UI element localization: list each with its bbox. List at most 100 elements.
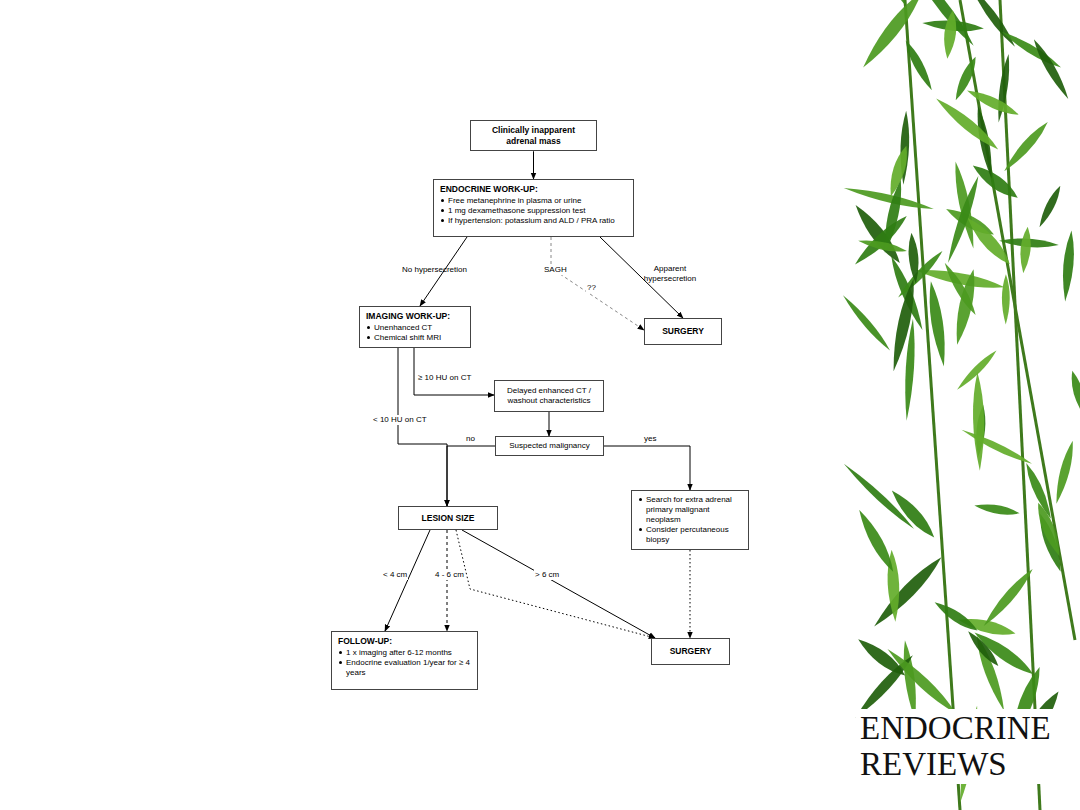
connector-arrow [533, 151, 534, 179]
edge-label: no [466, 434, 475, 444]
connector-arrow [456, 530, 655, 638]
edge-label: SAGH [543, 265, 568, 275]
edge-label: Apparent hypersecretion [641, 264, 699, 285]
bullet-dot [441, 199, 444, 202]
bamboo-leaf [1018, 226, 1032, 273]
bamboo-leaf [1030, 37, 1072, 101]
bamboo-leaf [925, 280, 949, 367]
bullet-row: Endocrine evaluation 1/year for ≥ 4 year… [338, 658, 471, 678]
bullet-dot [639, 498, 642, 501]
bullet-dot [367, 336, 370, 339]
bamboo-leaf [965, 86, 1021, 119]
bullet-text: Search for extra adrenal primary maligna… [646, 495, 742, 525]
bamboo-leaf [971, 628, 1037, 680]
bamboo-leaf [1033, 501, 1065, 558]
bamboo-leaf [951, 268, 980, 346]
bullet-row: Unenhanced CT [366, 323, 464, 333]
bullet-row: Consider percutaneous biopsy [638, 525, 742, 545]
bamboo-leaf [895, 248, 945, 300]
bamboo-leaf [857, 237, 907, 255]
bamboo-leaf [967, 0, 1018, 49]
bamboo-leaf [884, 645, 960, 717]
box-heading: SURGERY [651, 326, 715, 337]
bamboo-leaf [858, 0, 927, 72]
process-box: ENDOCRINE WORK-UP:Free metanephrine in p… [433, 179, 634, 237]
bullet-text: Endocrine evaluation 1/year for ≥ 4 year… [346, 658, 471, 678]
bullet-text: Consider percutaneous biopsy [646, 525, 742, 545]
process-box: LESION SIZE [398, 506, 498, 530]
bamboo-leaf [963, 213, 1015, 268]
bullet-dot [339, 661, 342, 664]
connector-arrow [690, 550, 691, 638]
bamboo-leaf [1036, 184, 1064, 229]
box-heading: Clinically inapparent adrenal mass [477, 125, 590, 146]
box-text: Delayed enhanced CT / washout characteri… [501, 386, 597, 406]
bamboo-leaf [972, 372, 985, 471]
bullet-dot [367, 326, 370, 329]
note-label: ?? [586, 283, 597, 293]
bamboo-leaf [942, 10, 959, 60]
bamboo-leaf [980, 566, 1036, 629]
journal-logo: ENDOCRINE REVIEWS [856, 709, 1060, 784]
box-heading: FOLLOW-UP: [338, 636, 471, 647]
bamboo-leaf [1000, 28, 1064, 71]
bullet-text: If hypertension: potassium and ALD / PRA… [448, 216, 615, 226]
edge-label: ≥ 10 HU on CT [418, 373, 471, 383]
bamboo-leaf [933, 94, 1002, 153]
bullet-text: Free metanephrine in plasma or urine [448, 196, 581, 206]
connector-arrow [549, 412, 550, 436]
box-heading: IMAGING WORK-UP: [366, 311, 464, 322]
bamboo-leaf [851, 212, 910, 269]
edge-label: > 6 cm [534, 570, 560, 580]
bamboo-leaf [932, 598, 980, 635]
bamboo-leaf [944, 175, 982, 265]
bullet-text: Unenhanced CT [374, 323, 432, 333]
box-heading: LESION SIZE [405, 513, 491, 524]
bullet-row: Free metanephrine in plasma or urine [440, 196, 627, 206]
bamboo-leaf [1001, 119, 1052, 174]
connector-arrow [447, 446, 495, 506]
edge-label: < 4 cm [382, 570, 408, 580]
bamboo-leaf [974, 501, 1021, 517]
connector-arrow [385, 530, 430, 631]
box-heading: SURGERY [658, 646, 723, 657]
bamboo-leaf [888, 278, 919, 373]
bamboo-stem [960, 0, 1075, 640]
bullet-dot [441, 209, 444, 212]
bamboo-leaf [870, 553, 946, 631]
connector-arrow [462, 530, 655, 638]
box-heading: ENDOCRINE WORK-UP: [440, 184, 627, 195]
connector-arrow [551, 237, 644, 330]
edge-label: 4 - 6 cm [434, 570, 465, 580]
process-box: Delayed enhanced CT / washout characteri… [494, 380, 604, 412]
bullet-dot [639, 528, 642, 531]
box-text: Suspected malignancy [502, 441, 597, 451]
edge-label: < 10 HU on CT [372, 415, 428, 425]
outcome-box: FOLLOW-UP:1 x imaging after 6-12 monthsE… [331, 631, 478, 690]
outcome-box: SURGERY [651, 638, 730, 665]
connector-arrow [398, 348, 447, 506]
process-box: IMAGING WORK-UP:Unenhanced CTChemical sh… [359, 306, 471, 348]
bamboo-leaf [1068, 369, 1080, 417]
bamboo-leaf [841, 461, 916, 532]
bamboo-leaf [906, 0, 978, 49]
bamboo-leaf [965, 628, 1002, 669]
bamboo-leaf [1002, 274, 1010, 324]
bamboo-leaf [902, 39, 936, 93]
bamboo-leaf [907, 232, 921, 284]
bullet-row: Search for extra adrenal primary maligna… [638, 495, 742, 525]
bamboo-leaf [1052, 440, 1077, 505]
bamboo-leaf [854, 507, 898, 574]
outcome-box: SURGERY [644, 318, 722, 345]
bullet-dot [339, 651, 342, 654]
bullet-text: Chemical shift MRI [374, 333, 441, 343]
edge-label: yes [644, 434, 656, 444]
edge-label: No hypersecretion [402, 265, 467, 275]
bullet-dot [441, 219, 444, 222]
bullet-row: If hypertension: potassium and ALD / PRA… [440, 216, 627, 226]
decision-box: Suspected malignancy [495, 436, 604, 456]
process-box: Search for extra adrenal primary maligna… [631, 490, 749, 550]
bullet-row: Chemical shift MRI [366, 333, 464, 343]
connector-arrow [604, 446, 690, 490]
bamboo-leaf [843, 184, 935, 213]
